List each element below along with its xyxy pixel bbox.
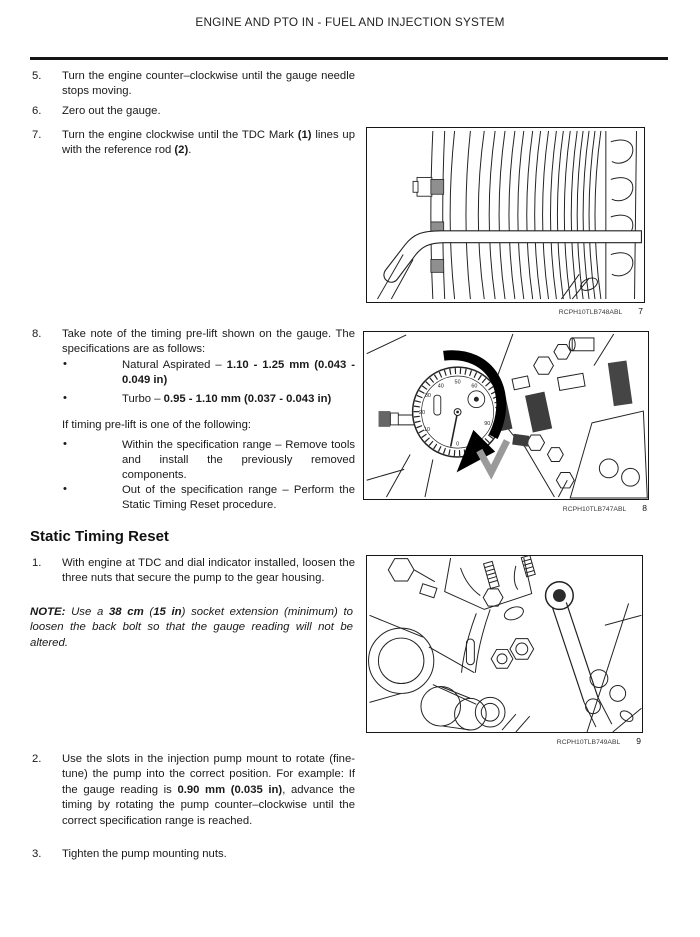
text-run-bold: 1.10 - 1.25 mm (0.043 - 0.049 in) bbox=[122, 359, 356, 387]
figure-9-code: RCPH10TLB749ABL bbox=[556, 739, 621, 746]
figure-7-timing-mark bbox=[366, 127, 645, 303]
step-5: 5. Turn the engine counter–clockwise unt… bbox=[30, 69, 355, 99]
text-run: ) socket extension (minimum) to loosen t… bbox=[30, 606, 353, 649]
text-run: lines up with the reference rod bbox=[62, 129, 355, 157]
step-text: Zero out the gauge. bbox=[62, 105, 161, 117]
range-bullet-out-of-spec: • Out of the specification range – Perfo… bbox=[30, 483, 355, 513]
if-pre-lift-line: If timing pre-lift is one of the followi… bbox=[62, 419, 251, 431]
figure-9-caption: RCPH10TLB749ABL 9 bbox=[366, 736, 643, 746]
step-number: 6. bbox=[32, 105, 42, 117]
timing-belt-strip bbox=[412, 130, 446, 300]
rotation-arrow-icon bbox=[443, 350, 511, 480]
bullet-icon: • bbox=[63, 392, 67, 404]
socket-extension-art bbox=[544, 580, 613, 728]
bullet-icon: • bbox=[63, 438, 67, 450]
step-8: 8. Take note of the timing pre-lift show… bbox=[30, 327, 355, 357]
dial-gauge: 10 20 30 40 50 60 90 100 0 bbox=[378, 366, 504, 498]
text-run: Turbo – bbox=[122, 393, 164, 405]
figure-9-art bbox=[368, 556, 642, 732]
step-text: Use the slots in the injection pump moun… bbox=[62, 752, 355, 829]
pulley-arcs bbox=[449, 130, 602, 300]
spring-hooks bbox=[605, 130, 637, 300]
text-run: Use the slots in the injection pump moun… bbox=[62, 753, 355, 796]
figure-9-number: 9 bbox=[636, 736, 641, 746]
text-run: Use a bbox=[65, 606, 109, 618]
spec-bullet-turbo: • Turbo – 0.95 - 1.10 mm (0.037 - 0.043 … bbox=[30, 392, 355, 407]
dial-number: 0 bbox=[456, 442, 459, 448]
engine-shaft bbox=[368, 614, 506, 731]
bullet-text: Out of the specification range – Perform… bbox=[122, 484, 355, 512]
tdc-timing-marks bbox=[430, 179, 445, 273]
step-text: Tighten the pump mounting nuts. bbox=[62, 848, 227, 860]
step-text: Take note of the timing pre-lift shown o… bbox=[62, 328, 355, 356]
figure-8-dial-indicator: 10 20 30 40 50 60 90 100 0 bbox=[363, 331, 649, 500]
step-number: 5. bbox=[32, 70, 42, 82]
step-text: Turn the engine counter–clockwise until … bbox=[62, 70, 355, 98]
step-number: 7. bbox=[32, 129, 42, 141]
bullet-text: Within the specification range – Remove … bbox=[122, 439, 355, 482]
step-text: With engine at TDC and dial indicator in… bbox=[62, 557, 355, 585]
figure-8-caption: RCPH10TLB747ABL 8 bbox=[363, 503, 649, 513]
step-2: 2. Use the slots in the injection pump m… bbox=[30, 752, 355, 829]
text-run-bold: (1) bbox=[297, 129, 312, 141]
step-number: 2. bbox=[32, 753, 42, 765]
bullet-text: Turbo – 0.95 - 1.10 mm (0.037 - 0.043 in… bbox=[122, 392, 355, 407]
text-run-bold: 0.95 - 1.10 mm (0.037 - 0.043 in) bbox=[163, 393, 332, 405]
step-7: 7. Turn the engine clockwise until the T… bbox=[30, 128, 355, 158]
note-paragraph: NOTE: Use a 38 cm (15 in) socket extensi… bbox=[30, 605, 353, 651]
figure-7-number: 7 bbox=[638, 306, 643, 316]
figure-7-code: RCPH10TLB748ABL bbox=[558, 309, 623, 316]
dial-number: 10 bbox=[424, 427, 430, 433]
reference-rod bbox=[377, 230, 642, 300]
step-3: 3. Tighten the pump mounting nuts. bbox=[30, 847, 355, 862]
text-run-bold: 0.90 mm (0.035 in) bbox=[177, 783, 283, 796]
text-run: Natural Aspirated – bbox=[122, 359, 227, 371]
dial-number: 90 bbox=[484, 421, 490, 427]
page-header-title: ENGINE AND PTO IN - FUEL AND INJECTION S… bbox=[195, 15, 505, 29]
step-number: 1. bbox=[32, 557, 42, 569]
section-heading: Static Timing Reset bbox=[30, 528, 169, 545]
dial-number: 60 bbox=[471, 383, 477, 389]
text-run-bold: 15 in bbox=[153, 606, 182, 618]
text-run-bold: 38 cm bbox=[108, 606, 144, 618]
text-run: ( bbox=[143, 606, 154, 618]
bullet-icon: • bbox=[63, 358, 67, 370]
bullet-icon: • bbox=[63, 483, 67, 495]
mount-plate bbox=[569, 410, 648, 499]
bullet-text: Natural Aspirated – 1.10 - 1.25 mm (0.04… bbox=[122, 358, 355, 388]
figure-9-socket-extension bbox=[366, 555, 643, 733]
range-bullet-within-spec: • Within the specification range – Remov… bbox=[30, 438, 355, 484]
figure-7-caption: RCPH10TLB748ABL 7 bbox=[366, 306, 645, 316]
pump-mount-top bbox=[387, 556, 536, 621]
text-run: , advance the timing by rotating the pum… bbox=[62, 783, 355, 827]
dial-number: 50 bbox=[455, 379, 461, 385]
note-label: NOTE: bbox=[30, 606, 66, 618]
text-run-bold: (2) bbox=[174, 144, 189, 157]
figure-8-art: 10 20 30 40 50 60 90 100 0 bbox=[366, 333, 648, 499]
text-run: Turn the engine clockwise until the TDC … bbox=[62, 129, 298, 141]
slotted-bracket bbox=[460, 609, 535, 732]
dial-number: 40 bbox=[438, 383, 444, 389]
step-1: 1. With engine at TDC and dial indicator… bbox=[30, 556, 355, 586]
header-rule bbox=[30, 57, 668, 60]
figure-7-art bbox=[377, 130, 642, 300]
spec-bullet-natural-aspirated: • Natural Aspirated – 1.10 - 1.25 mm (0.… bbox=[30, 358, 355, 388]
step-6: 6. Zero out the gauge. bbox=[30, 104, 355, 119]
step-text: Turn the engine clockwise until the TDC … bbox=[62, 128, 355, 158]
step-number: 8. bbox=[32, 328, 42, 340]
dial-number: 20 bbox=[419, 410, 425, 416]
figure-8-number: 8 bbox=[642, 503, 647, 513]
lower-right-detail bbox=[560, 274, 598, 300]
dial-number: 30 bbox=[425, 393, 431, 399]
text-run: . bbox=[188, 144, 192, 157]
side-plate bbox=[586, 603, 642, 732]
step-number: 3. bbox=[32, 848, 42, 860]
figure-8-code: RCPH10TLB747ABL bbox=[562, 506, 627, 513]
